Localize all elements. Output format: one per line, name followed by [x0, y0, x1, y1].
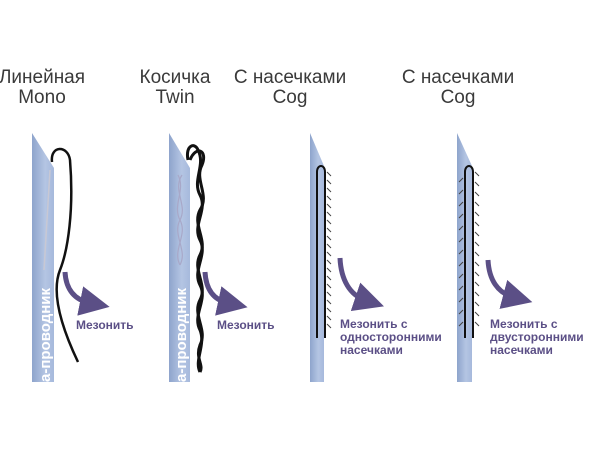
arrow-icon	[485, 259, 533, 309]
subtitle-line: Mono	[18, 87, 66, 108]
title-line: Косичка	[139, 67, 211, 88]
needle-2-text: а-проводник	[173, 287, 190, 382]
subtitle-line: Cog	[440, 87, 476, 108]
mono-inner-thread	[43, 169, 51, 271]
twin-thread	[185, 144, 205, 373]
label-line: односторонними	[340, 330, 442, 344]
label-twin: Мезонить	[217, 318, 275, 332]
cog-thread-1	[316, 165, 326, 338]
label-line: двусторонними	[490, 330, 584, 344]
twin-inner	[176, 174, 183, 266]
title-line: Линейная	[0, 67, 86, 88]
title-line: С насечками	[401, 67, 515, 88]
arrow-icon	[202, 271, 248, 316]
label-cog-1: Мезонить с односторонними насечками	[340, 318, 442, 357]
subtitle-line: Twin	[155, 87, 195, 108]
cog-barbs-2	[458, 171, 480, 327]
title-line: С насечками	[233, 67, 347, 88]
mono-thread	[50, 147, 80, 363]
label-line: насечками	[340, 343, 403, 357]
label-cog-2: Мезонить с двусторонними насечками	[490, 318, 584, 357]
label-line: Мезонить с	[340, 317, 408, 331]
label-line: насечками	[490, 343, 553, 357]
subtitle-line: Cog	[272, 87, 308, 108]
cog-thread-2	[464, 165, 474, 338]
needle-2	[169, 133, 190, 382]
cog-barbs-1	[326, 171, 332, 329]
arrow-icon	[337, 257, 384, 312]
needle-1-text: а-проводник	[37, 287, 54, 382]
label-mono: Мезонить	[76, 318, 134, 332]
label-line: Мезонить с	[490, 317, 558, 331]
arrow-icon	[62, 271, 110, 316]
